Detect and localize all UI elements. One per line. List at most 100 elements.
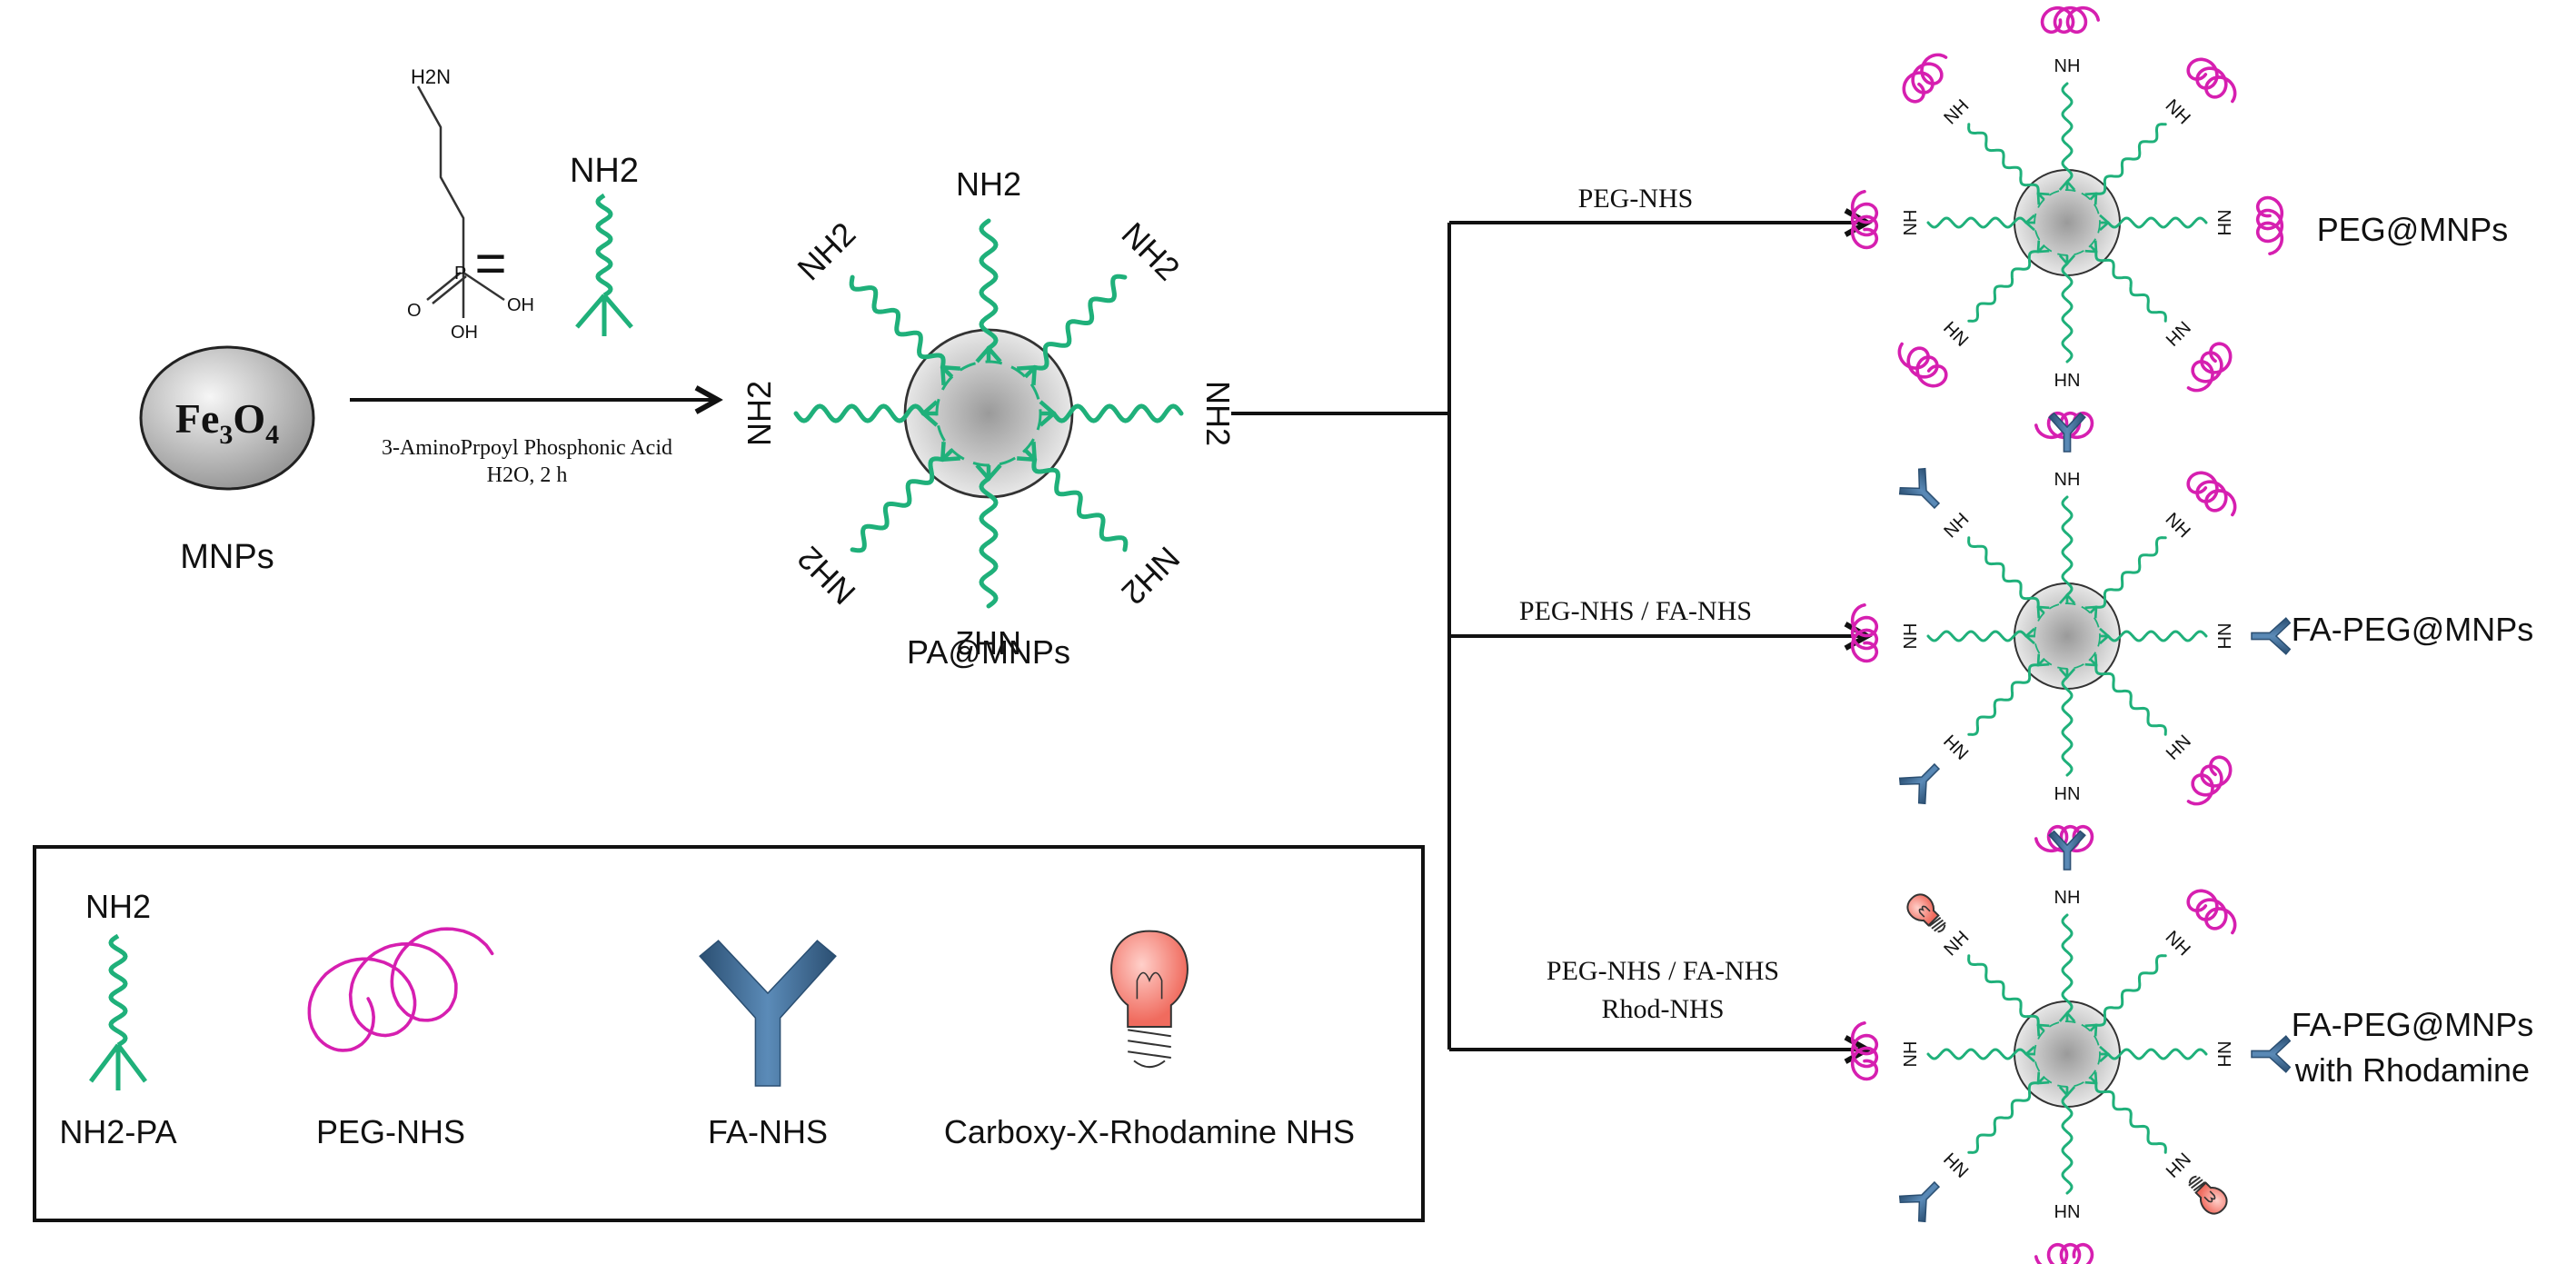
linker-anchor — [2036, 192, 2050, 205]
intermediate-terminal-label: NH2 — [1199, 381, 1237, 446]
peg-coil-icon — [1850, 602, 1879, 663]
linker-anchor — [2084, 1071, 2098, 1085]
linker-anchor — [2024, 214, 2035, 232]
linker-chain — [2061, 262, 2074, 363]
linker-anchor — [2099, 1045, 2110, 1063]
legend-label-3: Carboxy-X-Rhodamine NHS — [944, 1113, 1355, 1150]
light-bulb-icon — [1110, 930, 1189, 1069]
product-label-peg: PEG@MNPs — [2317, 211, 2509, 248]
legend-label-0: NH2-PA — [59, 1113, 176, 1150]
linker-anchor — [2084, 653, 2098, 667]
core-formula: Fe3O4 — [175, 395, 279, 450]
linker-equivalent-icon — [575, 193, 633, 336]
folate-y-icon — [2048, 412, 2086, 453]
product-linker-label: NH — [2213, 623, 2233, 650]
folate-y-icon — [2251, 1035, 2292, 1073]
product-label-rhod-line2: with Rhodamine — [2294, 1051, 2530, 1089]
linker-anchor — [2058, 593, 2076, 604]
anchor-ring — [2034, 1020, 2101, 1088]
start-label: MNPs — [180, 538, 274, 576]
branch-reagent-peg: PEG-NHS — [1578, 184, 1694, 214]
linker-anchor — [2024, 1045, 2035, 1063]
legend-label-2: FA-NHS — [708, 1113, 828, 1150]
folate-y-icon — [2048, 830, 2086, 871]
linker-anchor — [2084, 192, 2098, 205]
step1-reagent: 3-AminoPrpoyl Phosphonic Acid — [382, 436, 672, 460]
linker-anchor — [975, 463, 1002, 481]
linker-anchor — [2036, 240, 2050, 254]
folate-y-icon — [1898, 1180, 1941, 1223]
peg-coil-icon — [2255, 195, 2284, 256]
linker-chain — [1031, 457, 1129, 552]
peg-coil-icon — [2040, 5, 2101, 35]
linker-chain — [1967, 954, 2040, 1027]
linker-anchor — [921, 400, 939, 427]
anchor-ring — [2034, 189, 2101, 256]
peg-coil-icon — [2186, 755, 2233, 806]
aminopropyl-phosphonic-structure — [416, 85, 505, 318]
product-linker-label: NH — [2213, 1041, 2233, 1068]
linker-anchor — [2058, 1011, 2076, 1022]
structure-o: O — [407, 301, 422, 321]
folate-y-icon — [1898, 467, 1941, 510]
intermediate-label: PA@MNPs — [907, 633, 1070, 671]
linker-chain — [2094, 954, 2167, 1027]
peg-coil-glyph — [307, 927, 494, 1052]
folate-y-icon — [699, 940, 837, 1087]
linker-anchor — [2084, 240, 2098, 254]
peg-coil-icon — [2186, 889, 2237, 935]
intermediate-terminal-label: NH2 — [741, 381, 778, 446]
equiv-nh2-label: NH2 — [570, 152, 639, 190]
linker-anchor — [2058, 668, 2076, 679]
product-linker-label: NH — [2054, 470, 2081, 490]
intermediate-terminal-label: NH2 — [956, 624, 1021, 662]
linker-anchor — [975, 346, 1002, 363]
peg-coil-icon — [1897, 342, 1948, 388]
branch-reagent-rhod-line1: PEG-NHS / FA-NHS — [1547, 956, 1779, 986]
linker-chain — [2061, 1093, 2074, 1195]
linker-anchor — [2036, 1023, 2050, 1037]
light-bulb-glyph — [1110, 930, 1189, 1069]
linker-anchor — [1017, 442, 1037, 462]
linker-anchor — [2099, 627, 2110, 645]
linker-chain — [2061, 495, 2074, 597]
linker-anchor — [2036, 605, 2050, 619]
linker-anchor — [2058, 254, 2076, 265]
linker-chain — [1967, 536, 2040, 609]
linker-chain — [979, 218, 999, 351]
structure-oh-right: OH — [507, 295, 534, 315]
linker-anchor — [2024, 627, 2035, 645]
product-linker-label: NH — [1901, 210, 1921, 236]
folate-y-icon — [1898, 762, 1941, 805]
anchor-ring — [2034, 602, 2101, 670]
linker-anchor — [2036, 653, 2050, 667]
peg-coil-icon — [1850, 1020, 1879, 1081]
linker-anchor — [2084, 605, 2098, 619]
linker-chain — [1967, 663, 2040, 736]
linker-chain — [849, 274, 946, 370]
legend-label-1: PEG-NHS — [316, 1113, 465, 1150]
product-linker-label: NH — [2054, 888, 2081, 908]
linker-chain — [1926, 630, 2028, 642]
linker-chain — [1926, 1048, 2028, 1060]
linker-chain — [2061, 675, 2074, 777]
branch-connector — [1231, 223, 1451, 1050]
linker-chain — [2061, 913, 2074, 1015]
peg-coil-icon — [1850, 189, 1879, 250]
linker-chain — [1967, 250, 2040, 323]
intermediate-terminal-label: NH2 — [956, 165, 1021, 203]
structure-oh-bottom: OH — [451, 323, 478, 343]
product-linker-label: NH — [2054, 782, 2081, 802]
linker-anchor — [2084, 1023, 2098, 1037]
linker-chain — [1926, 216, 2028, 229]
branch-reagent-rhod-line2: Rhod-NHS — [1601, 994, 1724, 1024]
linker-chain — [1967, 1081, 2040, 1154]
product-linker-label: NH — [2213, 210, 2233, 236]
linker-anchor — [1017, 365, 1037, 385]
linker-chain — [793, 403, 926, 423]
equals-sign: = — [474, 233, 506, 294]
linker-chain — [2094, 663, 2167, 736]
